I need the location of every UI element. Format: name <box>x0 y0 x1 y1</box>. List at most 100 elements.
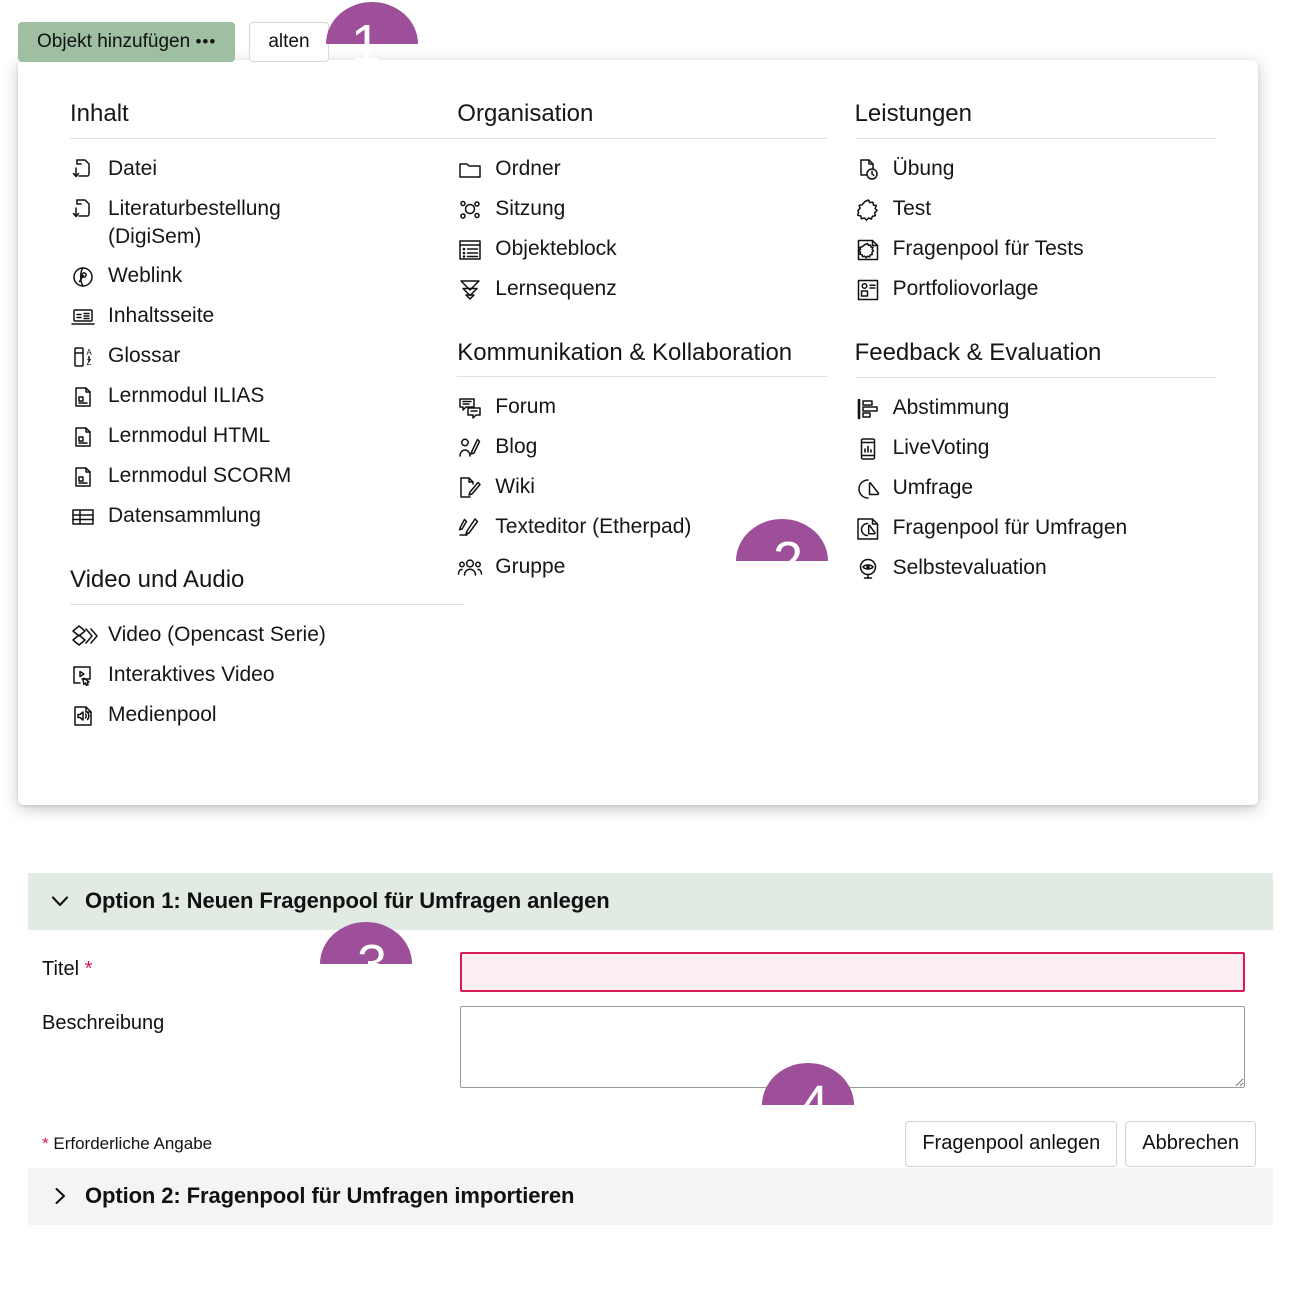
group-divider <box>70 137 465 139</box>
menu-item-label: Interaktives Video <box>108 663 275 687</box>
menu-item-selbstevaluation[interactable]: Selbstevaluation <box>855 548 1218 588</box>
menu-item-interaktives-video[interactable]: Interaktives Video <box>70 655 423 695</box>
required-note: * Erforderliche Angabe <box>42 1134 213 1153</box>
session-icon <box>457 197 483 223</box>
menu-item-texteditor-etherpad[interactable]: Texteditor (Etherpad) <box>457 507 820 547</box>
menu-item-video-opencast-serie[interactable]: Video (Opencast Serie) <box>70 615 423 655</box>
description-textarea[interactable] <box>460 1006 1245 1088</box>
svg-text:Z: Z <box>87 358 92 367</box>
group-divider <box>70 604 465 606</box>
menu-item-gruppe[interactable]: Gruppe <box>457 547 820 587</box>
menu-item-label: Ordner <box>495 156 561 180</box>
menu-item-sitzung[interactable]: Sitzung <box>457 189 820 229</box>
menu-item-lernmodul-ilias[interactable]: Lernmodul ILIAS <box>70 376 423 416</box>
menu-item-ordner[interactable]: Ordner <box>457 149 820 189</box>
menu-item-fragenpool-f-r-tests[interactable]: Fragenpool für Tests <box>855 229 1218 269</box>
menu-item-label: Glossar <box>108 344 181 368</box>
menu-item-weblink[interactable]: Weblink <box>70 256 423 296</box>
menu-item-test[interactable]: Test <box>855 189 1218 229</box>
menu-item-label: Sitzung <box>495 196 566 220</box>
menu-item-datensammlung[interactable]: Datensammlung <box>70 496 423 536</box>
add-object-button[interactable]: Objekt hinzufügen ••• <box>18 22 236 62</box>
menu-item-datei[interactable]: Datei <box>70 149 423 189</box>
menu-item-label: Inhaltsseite <box>108 304 215 328</box>
menu-item-label: Selbstevaluation <box>892 555 1047 579</box>
secondary-toolbar-button[interactable]: alten <box>249 22 329 62</box>
description-label: Beschreibung <box>42 1012 165 1034</box>
menu-item-label: Literaturbestellung (DigiSem) <box>108 196 281 248</box>
interactive-video-icon <box>70 663 96 689</box>
learning-sequence-icon <box>457 277 483 303</box>
menu-item-label: Portfoliovorlage <box>892 276 1039 300</box>
section-spacer <box>457 317 820 339</box>
learning-module-icon <box>70 384 96 410</box>
ellipsis-icon: ••• <box>195 32 217 51</box>
livevoting-phone-icon <box>855 436 881 462</box>
poll-bars-icon <box>855 396 881 422</box>
menu-item-fragenpool-f-r-umfragen[interactable]: Fragenpool für Umfragen <box>855 508 1218 548</box>
menu-item-abstimmung[interactable]: Abstimmung <box>855 388 1218 428</box>
globe-link-icon <box>70 264 96 290</box>
group-title: Organisation <box>457 100 594 127</box>
group-title: Video und Audio <box>70 566 245 594</box>
menu-item-label: Lernmodul HTML <box>108 424 271 448</box>
menu-item-medienpool[interactable]: Medienpool <box>70 695 423 735</box>
chevron-right-icon <box>50 1186 70 1206</box>
menu-item-literaturbestellung-digisem[interactable]: Literaturbestellung (DigiSem) <box>70 189 423 256</box>
option1-accordion-header[interactable]: Option 1: Neuen Fragenpool für Umfragen … <box>28 873 1273 930</box>
menu-item-livevoting[interactable]: LiveVoting <box>855 428 1218 468</box>
option1-section: Option 1: Neuen Fragenpool für Umfragen … <box>28 873 1273 1183</box>
portfolio-template-icon <box>855 277 881 303</box>
cancel-button[interactable]: Abbrechen <box>1125 1121 1256 1167</box>
menu-item-label: Fragenpool für Umfragen <box>892 515 1128 539</box>
exercise-clock-icon <box>855 157 881 183</box>
menu-item-portfoliovorlage[interactable]: Portfoliovorlage <box>855 269 1218 309</box>
self-evaluation-eye-icon <box>855 556 881 582</box>
menu-item-label: Objekteblock <box>495 236 617 260</box>
option1-title: Option 1: Neuen Fragenpool für Umfragen … <box>85 888 610 913</box>
menu-item-label: Umfrage <box>892 475 974 499</box>
question-pool-tests-icon <box>855 237 881 263</box>
menu-item-blog[interactable]: Blog <box>457 427 820 467</box>
create-question-pool-button[interactable]: Fragenpool anlegen <box>905 1121 1118 1167</box>
menu-item-inhaltsseite[interactable]: Inhaltsseite <box>70 296 423 336</box>
title-input[interactable] <box>460 952 1245 992</box>
file-download-icon <box>70 157 96 183</box>
etherpad-icon <box>457 515 483 541</box>
option1-form-footer: * Erforderliche Angabe Fragenpool anlege… <box>28 1107 1273 1171</box>
option1-form: Titel * Beschreibung * Erforderliche Ang… <box>28 930 1273 1183</box>
menu-item-label: Lernmodul ILIAS <box>108 384 265 408</box>
menu-item-label: Datei <box>108 156 158 180</box>
menu-item-objekteblock[interactable]: Objekteblock <box>457 229 820 269</box>
menu-item-forum[interactable]: Forum <box>457 387 820 427</box>
menu-item-lernmodul-html[interactable]: Lernmodul HTML <box>70 416 423 456</box>
menu-item-label: Texteditor (Etherpad) <box>495 515 692 539</box>
group-divider <box>457 376 828 378</box>
menu-item-lernsequenz[interactable]: Lernsequenz <box>457 269 820 309</box>
question-pool-surveys-icon <box>855 516 881 542</box>
menu-item-wiki[interactable]: Wiki <box>457 467 820 507</box>
menu-item-lernmodul-scorm[interactable]: Lernmodul SCORM <box>70 456 423 496</box>
menu-item-label: LiveVoting <box>892 435 990 459</box>
menu-item-label: Weblink <box>108 264 183 288</box>
required-asterisk: * <box>84 958 93 980</box>
menu-item-umfrage[interactable]: Umfrage <box>855 468 1218 508</box>
section-spacer <box>70 544 423 566</box>
menu-item-bung[interactable]: Übung <box>855 149 1218 189</box>
option2-accordion-header[interactable]: Option 2: Fragenpool für Umfragen import… <box>28 1168 1273 1225</box>
group-title: Feedback & Evaluation <box>854 338 1102 366</box>
group-divider <box>457 137 828 139</box>
table-grid-icon <box>70 504 96 530</box>
svg-text:A: A <box>86 348 92 357</box>
add-object-label: Objekt hinzufügen <box>37 31 191 52</box>
menu-item-label: Blog <box>495 435 538 459</box>
